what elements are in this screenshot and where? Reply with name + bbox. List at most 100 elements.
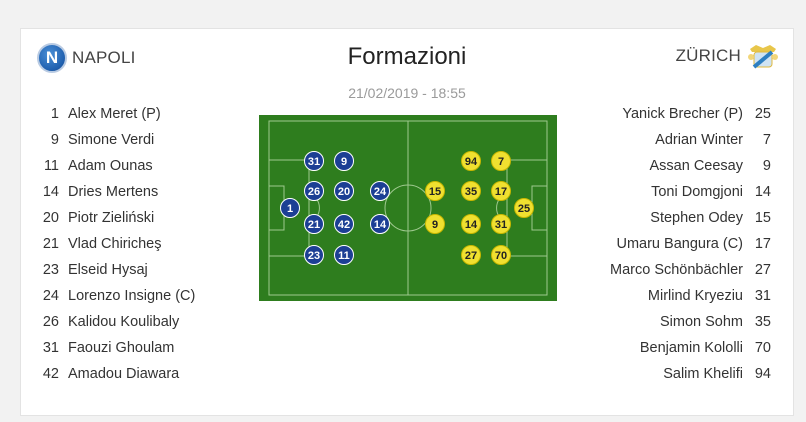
- player-number: 26: [42, 314, 59, 330]
- player-number: 24: [42, 288, 59, 304]
- player-row: 26 Kalidou Koulibaly: [35, 309, 255, 335]
- player-name: Faouzi Ghoulam: [68, 340, 175, 356]
- away-player-marker: 14: [461, 214, 481, 234]
- player-number: 70: [754, 340, 771, 356]
- away-player-marker: 70: [491, 245, 511, 265]
- player-number: 11: [43, 158, 59, 174]
- player-name: Dries Mertens: [68, 184, 159, 200]
- player-number: 21: [42, 236, 59, 252]
- player-number: 1: [50, 106, 59, 122]
- player-row: Yanick Brecher (P) 25: [541, 101, 771, 127]
- player-row: 42 Amadou Diawara: [35, 361, 255, 387]
- home-player-marker: 1: [280, 198, 300, 218]
- player-number: 15: [754, 210, 771, 226]
- player-number: 7: [762, 132, 771, 148]
- player-name: Piotr Zieliński: [68, 210, 155, 226]
- page-title: Formazioni: [347, 43, 467, 70]
- player-name: Adrian Winter: [655, 132, 743, 148]
- player-name: Assan Ceesay: [649, 158, 744, 174]
- lineups-card: N NAPOLI Formazioni 21/02/2019 - 18:55 Z…: [20, 28, 794, 416]
- player-name: Benjamin Kololli: [639, 340, 743, 356]
- napoli-logo-icon: N: [37, 43, 67, 73]
- home-player-marker: 42: [334, 214, 354, 234]
- home-player-marker: 9: [334, 151, 354, 171]
- away-player-marker: 94: [461, 151, 481, 171]
- player-number: 25: [754, 106, 771, 122]
- player-name: Lorenzo Insigne (C): [68, 288, 196, 304]
- away-player-marker: 15: [425, 181, 445, 201]
- away-player-marker: 17: [491, 181, 511, 201]
- player-row: Mirlind Kryeziu 31: [541, 283, 771, 309]
- pitch-lines: [268, 120, 548, 296]
- player-row: 1 Alex Meret (P): [35, 101, 255, 127]
- player-number: 27: [754, 262, 771, 278]
- away-lineup-list: Yanick Brecher (P) 25 Adrian Winter 7 Assa…: [541, 101, 771, 387]
- player-row: Benjamin Kololli 70: [541, 335, 771, 361]
- player-name: Stephen Odey: [650, 210, 743, 226]
- player-name: Adam Ounas: [68, 158, 153, 174]
- away-player-marker: 35: [461, 181, 481, 201]
- player-row: 24 Lorenzo Insigne (C): [35, 283, 255, 309]
- away-player-marker: 9: [425, 214, 445, 234]
- zurich-crest-icon: [748, 45, 778, 69]
- player-row: 20 Piotr Zieliński: [35, 205, 255, 231]
- player-row: 31 Faouzi Ghoulam: [35, 335, 255, 361]
- player-row: 23 Elseid Hysaj: [35, 257, 255, 283]
- home-team-header: N NAPOLI: [37, 43, 136, 73]
- away-player-marker: 7: [491, 151, 511, 171]
- player-row: Assan Ceesay 9: [541, 153, 772, 179]
- player-row: 21 Vlad Chiricheş: [35, 231, 255, 257]
- match-datetime: 21/02/2019 - 18:55: [348, 85, 466, 101]
- player-row: 11 Adam Ounas: [35, 153, 255, 179]
- home-player-marker: 21: [304, 214, 324, 234]
- player-name: Simone Verdi: [68, 132, 155, 148]
- away-player-marker: 25: [514, 198, 534, 218]
- player-number: 94: [754, 366, 771, 382]
- player-name: Kalidou Koulibaly: [68, 314, 180, 330]
- pitch-formation: 1 26 21 31 23 20 42 9 11 24 14 25 7 17 3…: [259, 115, 557, 301]
- home-player-marker: 23: [304, 245, 324, 265]
- player-row: Umaru Bangura (C) 17: [541, 231, 771, 257]
- player-number: 17: [754, 236, 771, 252]
- player-row: Marco Schönbächler 27: [541, 257, 771, 283]
- player-name: Toni Domgjoni: [651, 184, 743, 200]
- home-player-marker: 20: [334, 181, 354, 201]
- player-row: Toni Domgjoni 14: [541, 179, 771, 205]
- home-player-marker: 14: [370, 214, 390, 234]
- player-name: Mirlind Kryeziu: [647, 288, 743, 304]
- player-row: 9 Simone Verdi: [35, 127, 255, 153]
- player-name: Vlad Chiricheş: [68, 236, 162, 252]
- player-number: 42: [42, 366, 59, 382]
- player-row: Stephen Odey 15: [541, 205, 771, 231]
- player-number: 14: [754, 184, 771, 200]
- player-row: Salim Khelifi 94: [541, 361, 771, 387]
- player-name: Amadou Diawara: [68, 366, 180, 382]
- player-number: 9: [762, 158, 771, 174]
- player-number: 35: [754, 314, 771, 330]
- away-team-header: ZÜRICH: [676, 43, 779, 69]
- home-player-marker: 31: [304, 151, 324, 171]
- player-name: Elseid Hysaj: [68, 262, 148, 278]
- player-name: Yanick Brecher (P): [622, 106, 743, 122]
- player-name: Alex Meret (P): [68, 106, 161, 122]
- away-team-name: ZÜRICH: [675, 46, 741, 65]
- home-player-marker: 24: [370, 181, 390, 201]
- player-row: Simon Sohm 35: [541, 309, 771, 335]
- player-number: 31: [754, 288, 771, 304]
- away-player-marker: 31: [491, 214, 511, 234]
- player-row: 14 Dries Mertens: [35, 179, 255, 205]
- player-number: 23: [42, 262, 59, 278]
- player-name: Umaru Bangura (C): [616, 236, 743, 252]
- player-name: Salim Khelifi: [663, 366, 743, 382]
- home-lineup-list: 1 Alex Meret (P) 9 Simone Verdi 11 Adam Oun…: [35, 101, 255, 387]
- player-name: Marco Schönbächler: [610, 262, 743, 278]
- player-name: Simon Sohm: [659, 314, 743, 330]
- player-row: Adrian Winter 7: [541, 127, 771, 153]
- home-player-marker: 11: [334, 245, 354, 265]
- player-number: 14: [42, 184, 59, 200]
- player-number: 20: [42, 210, 59, 226]
- player-number: 9: [50, 132, 59, 148]
- player-number: 31: [42, 340, 59, 356]
- away-player-marker: 27: [461, 245, 481, 265]
- home-player-marker: 26: [304, 181, 324, 201]
